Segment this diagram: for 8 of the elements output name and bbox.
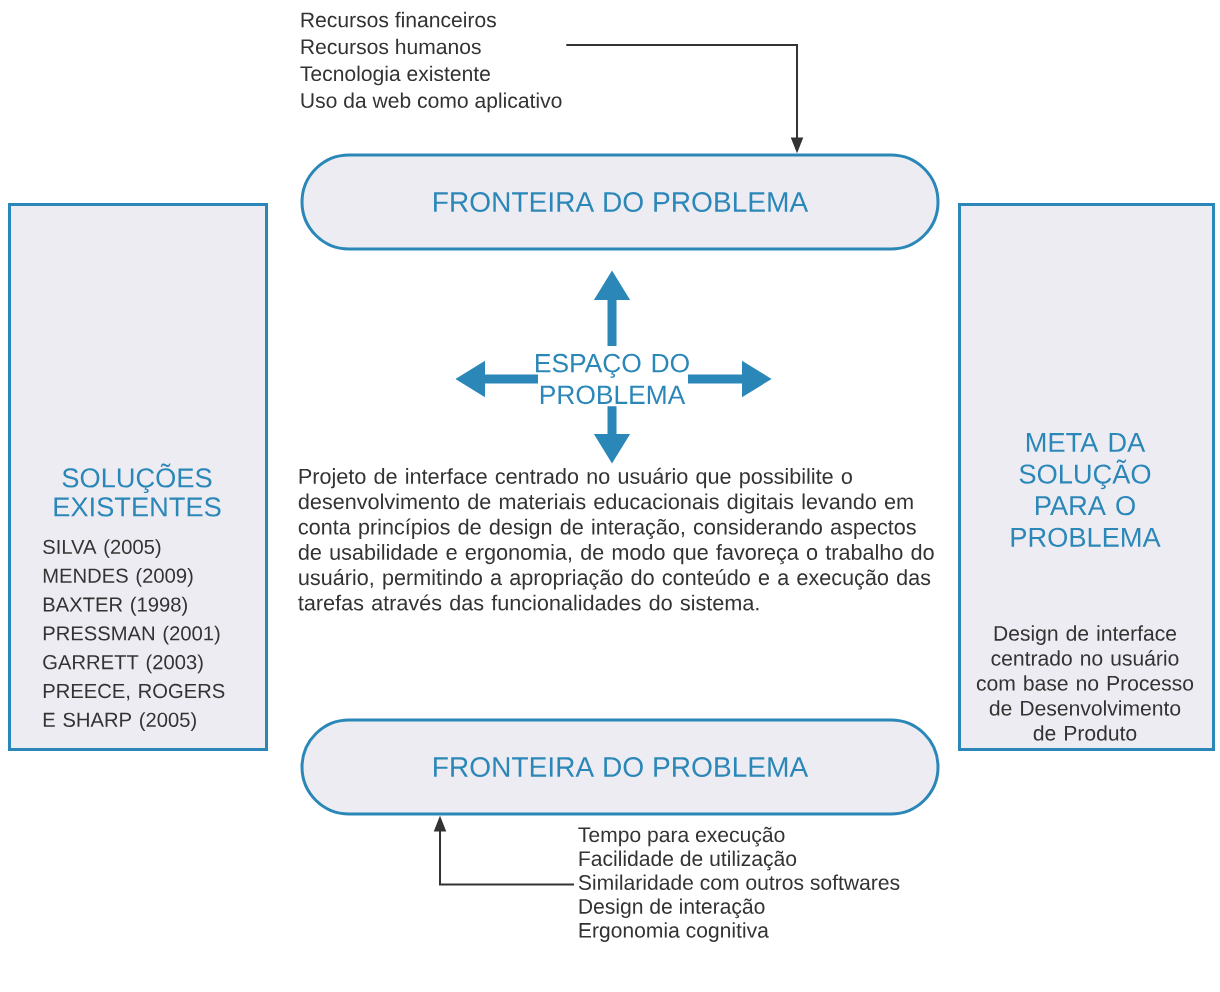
goal-box: META DA SOLUÇÃO PARA O PROBLEMA Design de interface centrado no usuário com base no Processo de Desenvolvimento de Produto [958, 203, 1215, 751]
center-label: ESPAÇO DO PROBLEMA [536, 353, 689, 405]
boundary-box: FRONTEIRA DO PROBLEMA [300, 153, 940, 251]
boundary-box: FRONTEIRA DO PROBLEMA [300, 718, 940, 816]
description-text: Projeto de interface centrado no usuário que possibilite o desenvolvimento de materiais educacionais digitais levando em conta princípios de design de interação, considerando aspectos de usabilidade e ergonomia, de modo que favoreça o trabalho do usuário, permitindo a apropriação do conteúdo e a execução das tarefas através das funcionalidades do sistema. [298, 467, 934, 611]
text-list: Recursos financeiros Recursos humanos Tecnologia existente Uso da web como aplicativo [300, 11, 562, 113]
reference-box: SOLUÇÕES EXISTENTES SILVA (2005) MENDES (2009) BAXTER (1998) PRESSMAN (2001) GARRETT (2003) PREECE, ROGERS E SHARP (2005) [8, 203, 268, 751]
text-list: Tempo para execução Facilidade de utilização Similaridade com outros softwares Design de interação Ergonomia cognitiva [578, 826, 900, 942]
